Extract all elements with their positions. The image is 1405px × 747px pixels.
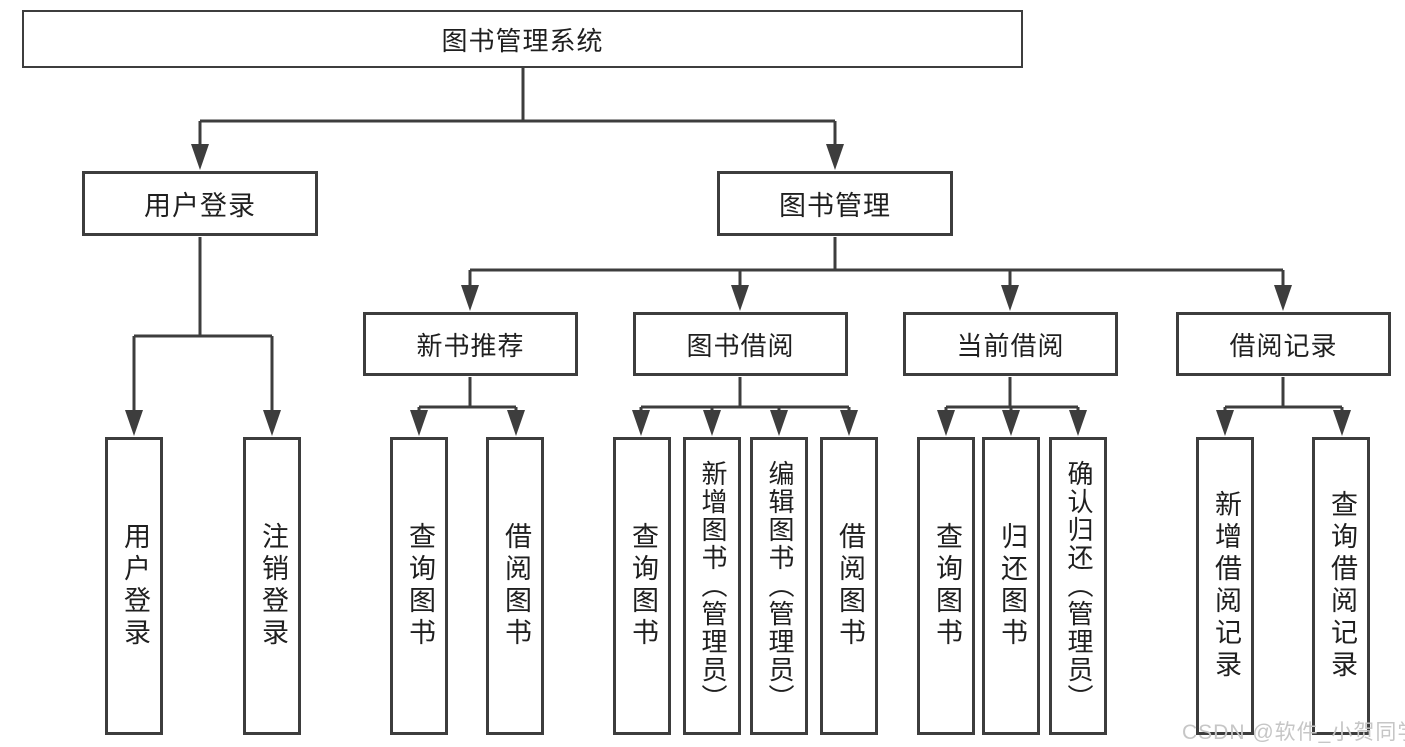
arrow-down-icon — [703, 410, 721, 436]
node-system-root: 图书管理系统 — [22, 10, 1023, 68]
leaf-query-books-recommend: 查询图书 — [390, 437, 448, 735]
arrow-down-icon — [632, 410, 650, 436]
arrow-down-icon — [1002, 410, 1020, 436]
arrowhead-icons — [125, 144, 1351, 436]
arrow-down-icon — [770, 410, 788, 436]
node-book-management-branch: 图书管理 — [717, 171, 953, 236]
arrow-down-icon — [1216, 410, 1234, 436]
leaf-borrow-books: 借阅图书 — [820, 437, 878, 735]
leaf-edit-books-admin: 编辑图书（管理员） — [750, 437, 808, 735]
arrow-down-icon — [840, 410, 858, 436]
arrow-down-icon — [1001, 285, 1019, 311]
arrow-down-icon — [125, 410, 143, 436]
csdn-watermark: CSDN @软件_小贺同学 — [1182, 721, 1405, 744]
arrow-down-icon — [1274, 285, 1292, 311]
arrow-down-icon — [461, 285, 479, 311]
leaf-confirm-return-admin: 确认归还（管理员） — [1049, 437, 1107, 735]
arrow-down-icon — [507, 410, 525, 436]
leaf-add-books-admin: 新增图书（管理员） — [683, 437, 741, 735]
node-current-borrowing: 当前借阅 — [903, 312, 1118, 376]
leaf-user-login: 用户登录 — [105, 437, 163, 735]
leaf-query-borrow-record: 查询借阅记录 — [1312, 437, 1370, 735]
arrow-down-icon — [937, 410, 955, 436]
arrow-down-icon — [826, 144, 844, 170]
node-book-borrowing: 图书借阅 — [633, 312, 848, 376]
leaf-return-books: 归还图书 — [982, 437, 1040, 735]
arrow-down-icon — [731, 285, 749, 311]
node-new-book-recommendation: 新书推荐 — [363, 312, 578, 376]
leaf-borrow-books-recommend: 借阅图书 — [486, 437, 544, 735]
node-borrowing-records: 借阅记录 — [1176, 312, 1391, 376]
leaf-logout: 注销登录 — [243, 437, 301, 735]
arrow-down-icon — [263, 410, 281, 436]
leaf-query-books-borrow: 查询图书 — [613, 437, 671, 735]
leaf-query-books-current: 查询图书 — [917, 437, 975, 735]
leaf-add-borrow-record: 新增借阅记录 — [1196, 437, 1254, 735]
arrow-down-icon — [1333, 410, 1351, 436]
arrow-down-icon — [191, 144, 209, 170]
node-user-login-branch: 用户登录 — [82, 171, 318, 236]
arrow-down-icon — [410, 410, 428, 436]
tree-rails — [134, 68, 1342, 409]
arrow-down-icon — [1069, 410, 1087, 436]
